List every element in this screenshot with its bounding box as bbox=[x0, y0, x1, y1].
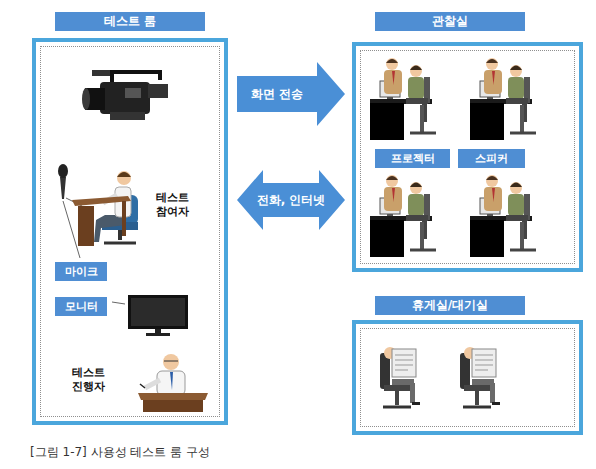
arrow-label: 전화, 인터넷 bbox=[257, 192, 326, 208]
arrow-label: 화면 전송 bbox=[251, 86, 303, 102]
tag-label: 프로젝터 bbox=[381, 149, 444, 168]
moderator-figure bbox=[145, 380, 160, 388]
device-tag: 스피커 bbox=[458, 149, 525, 168]
block-arrow bbox=[237, 170, 345, 230]
inner-dotted-border bbox=[360, 328, 575, 427]
tag-label: 마이크 bbox=[61, 262, 101, 281]
moderator-figure bbox=[140, 384, 145, 388]
inner-dotted-border bbox=[40, 46, 220, 417]
participant-figure bbox=[78, 206, 94, 246]
participant-figure bbox=[118, 230, 122, 240]
room-heading: 관찰실 bbox=[375, 12, 525, 31]
observer-figure bbox=[370, 58, 436, 140]
video-camera bbox=[125, 88, 141, 98]
moderator-figure bbox=[143, 400, 203, 412]
resting-figure bbox=[380, 347, 420, 407]
person-label: 테스트 참여자 bbox=[156, 191, 189, 219]
room-heading: 휴게실/대기실 bbox=[375, 296, 525, 315]
participant-figure bbox=[122, 201, 126, 236]
participant-figure bbox=[94, 215, 126, 242]
device-tag: 마이크 bbox=[55, 262, 107, 281]
observer-figure bbox=[470, 58, 536, 140]
monitor-screen bbox=[146, 333, 170, 336]
microphone bbox=[58, 164, 68, 178]
resting-figure bbox=[460, 347, 500, 407]
monitor-screen bbox=[131, 298, 185, 326]
microphone bbox=[60, 177, 66, 199]
monitor-screen bbox=[128, 295, 188, 336]
observer-figure bbox=[370, 175, 436, 257]
participant-figure bbox=[117, 171, 131, 185]
microphone bbox=[58, 164, 68, 199]
moderator-figure bbox=[170, 372, 173, 390]
moderator-figure bbox=[157, 371, 185, 395]
moderator-figure bbox=[138, 354, 208, 412]
monitor-screen bbox=[155, 329, 161, 333]
video-camera bbox=[100, 82, 150, 114]
figure-caption: [그림 1-7] 사용성 테스트 룸 구성 bbox=[30, 444, 210, 460]
observer-figure bbox=[470, 175, 536, 257]
device-tag: 모니터 bbox=[55, 297, 107, 316]
room-box: 관찰실프로젝터스피커 bbox=[352, 42, 583, 272]
video-camera bbox=[82, 70, 168, 120]
tag-label: 스피커 bbox=[464, 149, 519, 168]
block-arrow bbox=[237, 62, 345, 126]
leader-line bbox=[112, 302, 125, 304]
moderator-figure bbox=[164, 361, 178, 362]
participant-figure bbox=[117, 172, 131, 177]
moderator-figure bbox=[138, 393, 208, 400]
device-tag: 프로젝터 bbox=[375, 149, 450, 168]
room-box: 테스트 룸마이크모니터 bbox=[32, 38, 228, 425]
moderator-figure bbox=[163, 354, 179, 370]
video-camera bbox=[82, 88, 90, 110]
room-box: 휴게실/대기실 bbox=[352, 320, 583, 435]
video-camera bbox=[148, 84, 168, 98]
monitor-screen bbox=[128, 295, 188, 329]
tag-label: 모니터 bbox=[61, 297, 101, 316]
leader-line bbox=[63, 201, 80, 258]
person-label: 테스트 진행자 bbox=[72, 366, 105, 394]
participant-figure bbox=[104, 242, 136, 245]
participant-figure bbox=[72, 171, 138, 246]
room-heading: 테스트 룸 bbox=[55, 12, 205, 31]
video-camera bbox=[110, 112, 145, 120]
video-camera bbox=[112, 72, 160, 82]
